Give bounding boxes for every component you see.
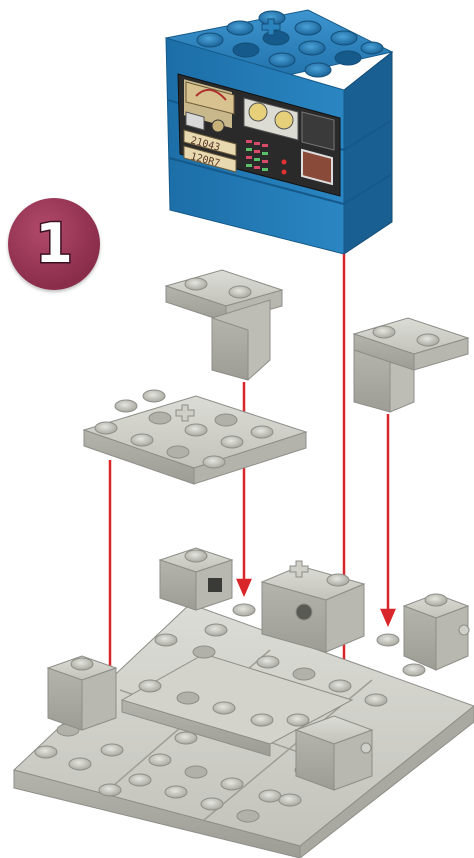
headlight-brick xyxy=(160,548,232,610)
computer-console-brick: 21043 120R7 xyxy=(166,10,392,254)
step-badge: 1 xyxy=(8,198,100,290)
step-number: 1 xyxy=(8,198,100,290)
gray-plate-middle xyxy=(84,390,306,484)
headlight-brick-right xyxy=(404,594,469,670)
bracket-brick-right xyxy=(354,318,468,412)
headlight-brick-front xyxy=(296,716,372,790)
assembly-arrow xyxy=(382,414,394,624)
bracket-brick-left xyxy=(166,270,282,380)
technic-brick xyxy=(262,561,364,652)
headlight-brick-left xyxy=(48,656,116,730)
